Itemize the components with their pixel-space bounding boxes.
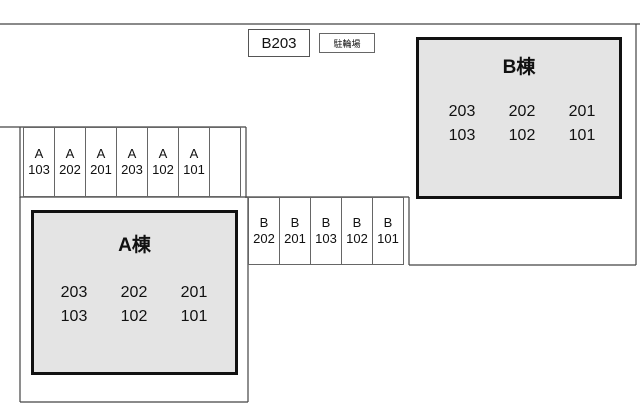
parking-slot-room: 103 bbox=[315, 231, 337, 246]
parking-slot-empty bbox=[209, 127, 241, 197]
parking-slot-room: 201 bbox=[90, 162, 112, 177]
parking-slot-building: A bbox=[34, 146, 44, 161]
room-number: 202 bbox=[508, 103, 536, 120]
parking-slot-building: A bbox=[96, 146, 106, 161]
parking-slot-room: 103 bbox=[28, 162, 50, 177]
parking-slot-building: B bbox=[290, 215, 300, 230]
parking-slot-room: 101 bbox=[183, 162, 205, 177]
room-number: 201 bbox=[568, 103, 596, 120]
parking-slot-room: 201 bbox=[284, 231, 306, 246]
building-a-title: A棟 bbox=[118, 235, 151, 256]
room-number: 102 bbox=[120, 308, 148, 325]
parking-slot-building: A bbox=[158, 146, 168, 161]
room-number: 201 bbox=[180, 284, 208, 301]
parking-slot-building: A bbox=[189, 146, 199, 161]
parking-slot-building: B bbox=[321, 215, 331, 230]
parking-slot-building: B bbox=[259, 215, 269, 230]
building-b: B棟 203 202 201 103 102 101 bbox=[416, 37, 622, 199]
parking-slot-room: 101 bbox=[377, 231, 399, 246]
parking-slot-room: 202 bbox=[59, 162, 81, 177]
parking-slot-building: A bbox=[65, 146, 75, 161]
parking-slot-room: 102 bbox=[346, 231, 368, 246]
room-number: 203 bbox=[448, 103, 476, 120]
building-a: A棟 203 202 201 103 102 101 bbox=[31, 210, 238, 375]
room-number: 101 bbox=[568, 127, 596, 144]
bike-parking-label: 駐輪場 bbox=[319, 33, 375, 53]
parking-slot-room: 102 bbox=[152, 162, 174, 177]
parking-slot-building: B bbox=[352, 215, 362, 230]
b203-label: B203 bbox=[248, 29, 310, 57]
parking-slot-room: 202 bbox=[253, 231, 275, 246]
building-a-rooms: 203 202 201 103 102 101 bbox=[44, 281, 224, 329]
building-b-rooms: 203 202 201 103 102 101 bbox=[432, 100, 612, 148]
room-number: 103 bbox=[448, 127, 476, 144]
room-number: 103 bbox=[60, 308, 88, 325]
room-number: 102 bbox=[508, 127, 536, 144]
room-number: 202 bbox=[120, 284, 148, 301]
parking-slot-room: 203 bbox=[121, 162, 143, 177]
parking-slot-building: B bbox=[383, 215, 393, 230]
building-b-title: B棟 bbox=[502, 57, 536, 78]
room-number: 101 bbox=[180, 308, 208, 325]
parking-slot-building: A bbox=[127, 146, 137, 161]
room-number: 203 bbox=[60, 284, 88, 301]
